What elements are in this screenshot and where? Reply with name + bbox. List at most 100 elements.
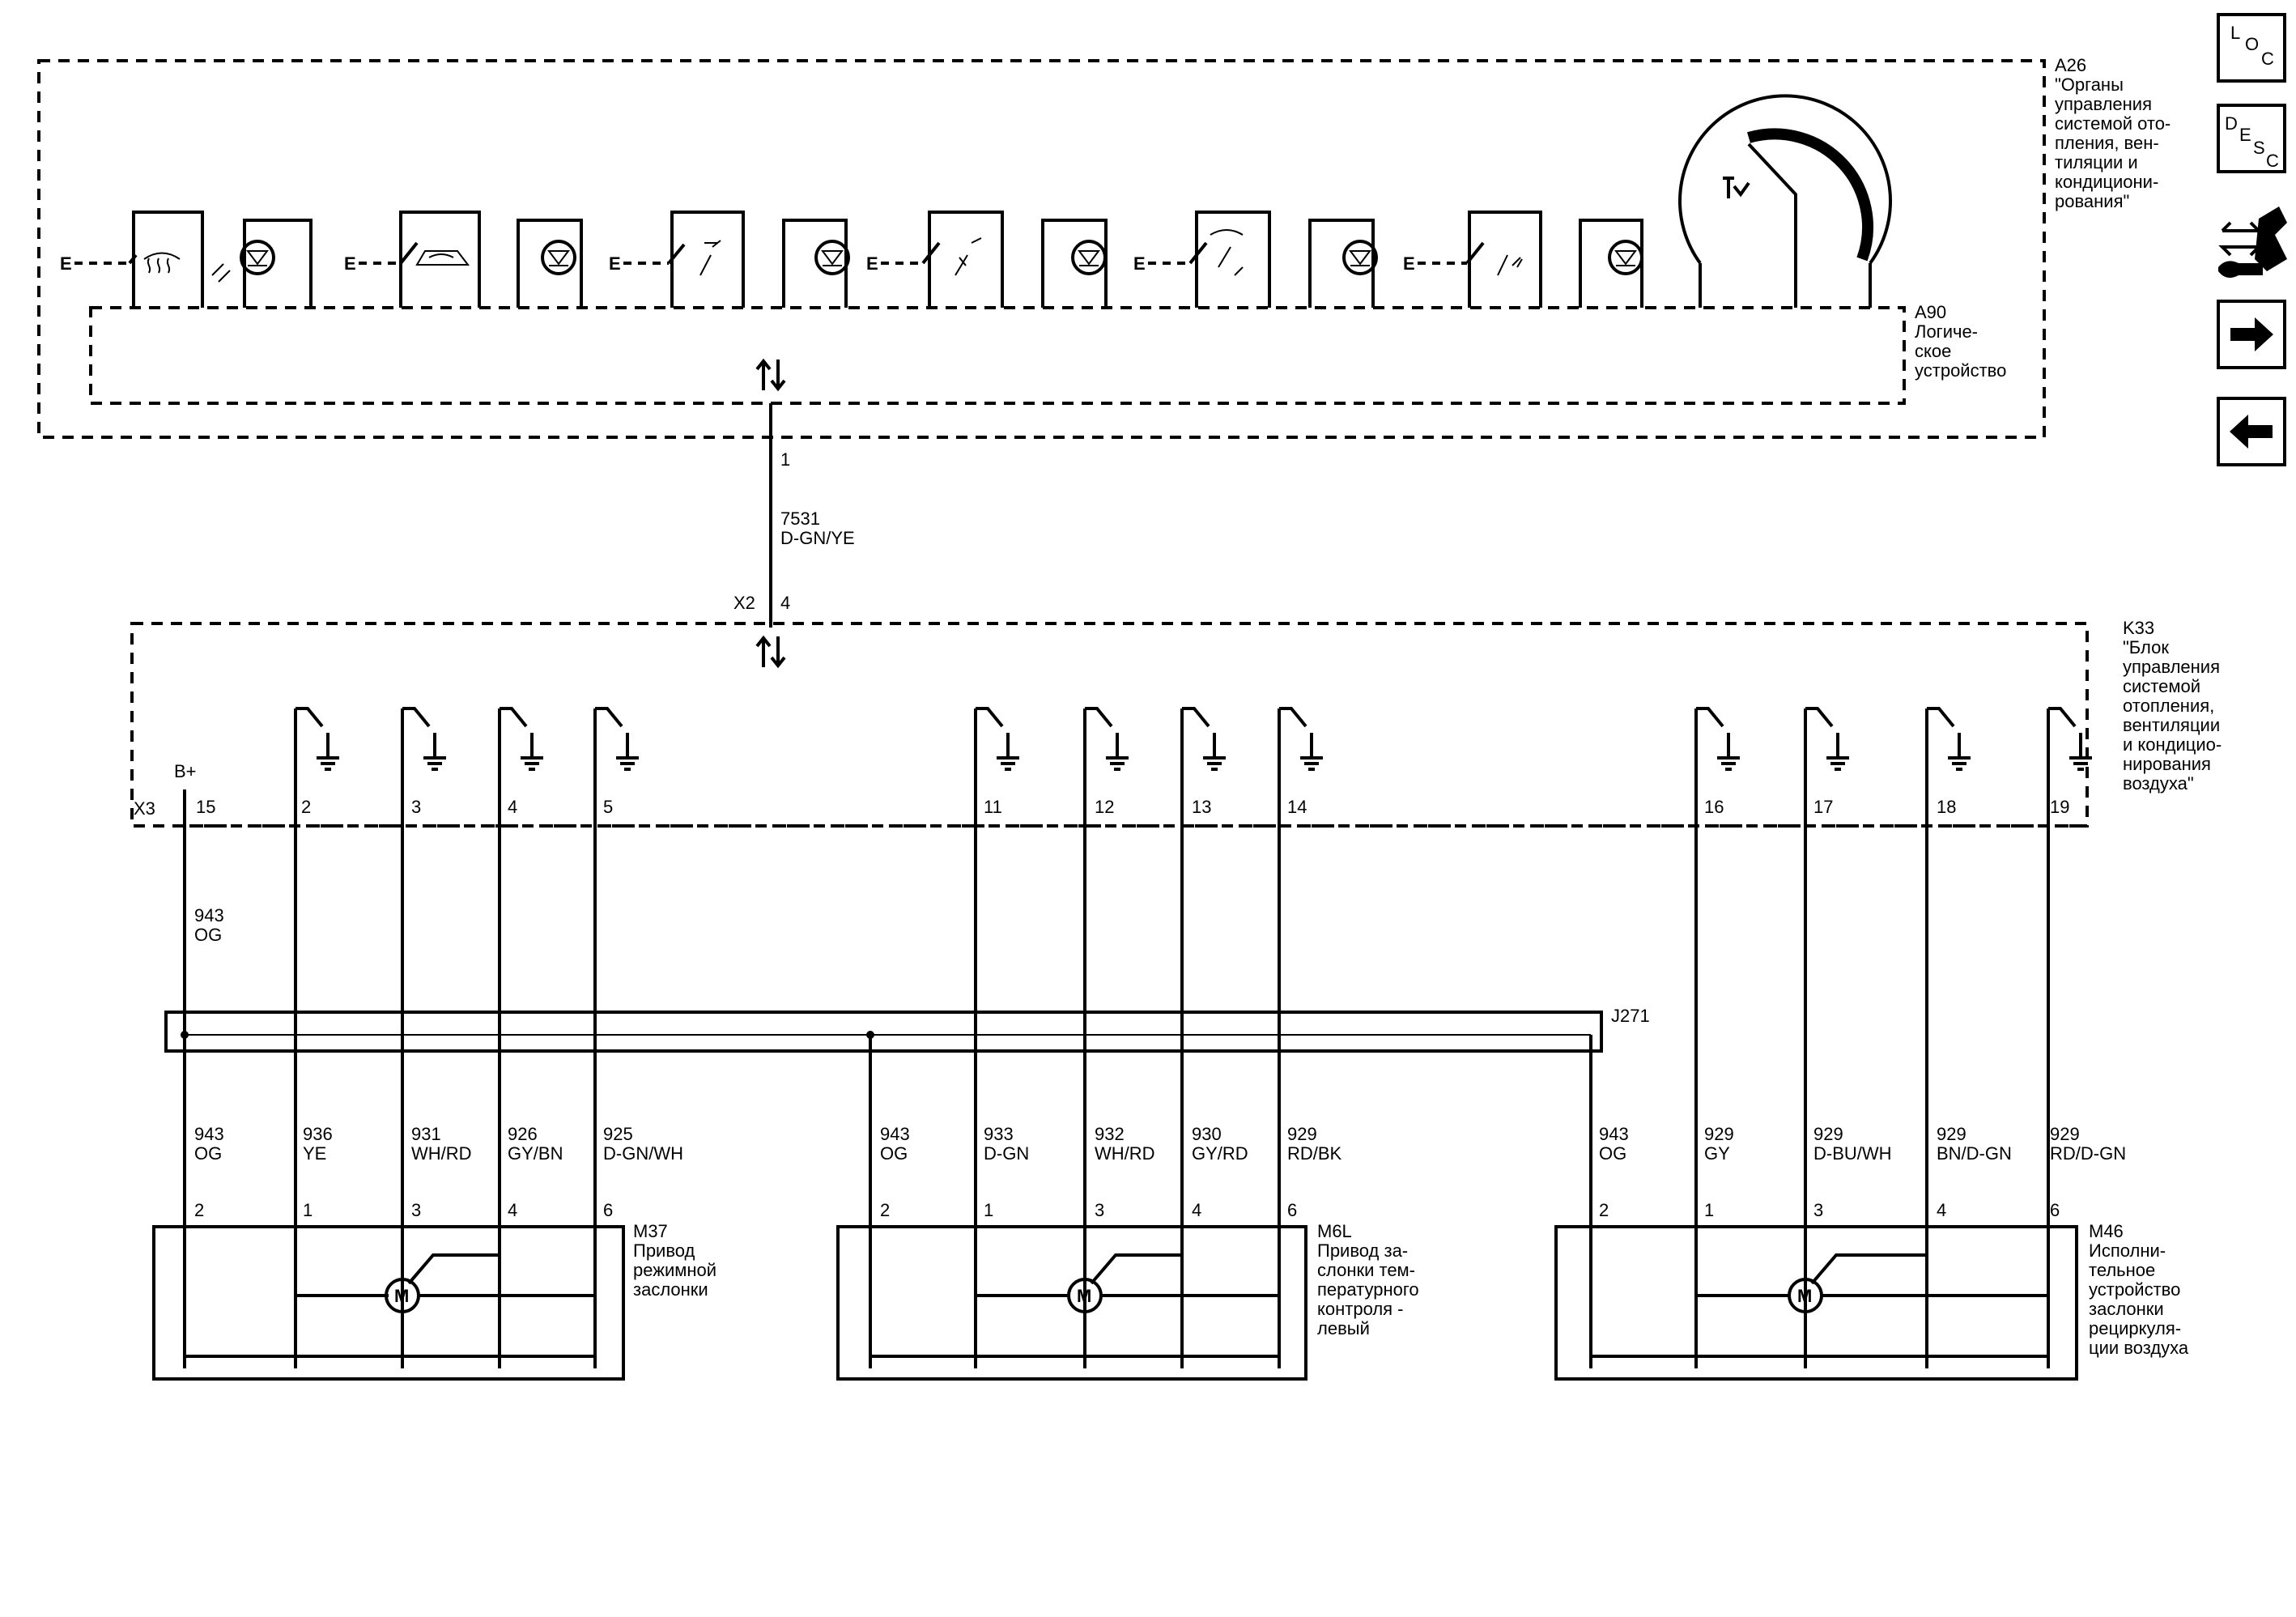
windshield-defrost-icon (1210, 229, 1244, 276)
svg-text:14: 14 (1287, 797, 1307, 817)
svg-text:RD/D-GN: RD/D-GN (2050, 1143, 2126, 1164)
svg-text:S: S (2253, 138, 2265, 158)
svg-text:929: 929 (1287, 1124, 1317, 1144)
svg-text:рециркуля-: рециркуля- (2089, 1318, 2181, 1338)
svg-text:WH/RD: WH/RD (411, 1143, 472, 1164)
floor-airflow-icon (1497, 254, 1523, 276)
svg-text:системой ото-: системой ото- (2055, 113, 2171, 134)
svg-text:2: 2 (194, 1200, 204, 1220)
svg-text:18: 18 (1937, 797, 1956, 817)
svg-text:M6L: M6L (1317, 1221, 1352, 1241)
svg-text:OG: OG (194, 925, 222, 945)
svg-text:4: 4 (508, 797, 517, 817)
svg-text:2: 2 (880, 1200, 890, 1220)
svg-text:D: D (2225, 113, 2238, 134)
svg-text:ское: ское (1915, 341, 1951, 361)
svg-text:932: 932 (1095, 1124, 1125, 1144)
svg-text:тиляции и: тиляции и (2055, 152, 2138, 172)
svg-text:930: 930 (1192, 1124, 1222, 1144)
svg-text:6: 6 (2050, 1200, 2060, 1220)
b-plus-wire-label: 943 OG (194, 905, 224, 945)
j271-splice: J271 (164, 1006, 1650, 1053)
svg-text:O: O (2245, 34, 2259, 54)
svg-text:ции воздуха: ции воздуха (2089, 1338, 2189, 1358)
m46-actuator: M M46 Исполни- тельное устройство заслон… (1554, 1221, 2189, 1381)
indicator-led-5 (1308, 219, 1378, 308)
svg-text:929: 929 (1704, 1124, 1734, 1144)
m6l-actuator: M M6L Привод за- слонки тем- пературного… (836, 1221, 1419, 1381)
svg-text:3: 3 (1813, 1200, 1823, 1220)
svg-text:GY/RD: GY/RD (1192, 1143, 1248, 1164)
svg-text:пературного: пературного (1317, 1279, 1419, 1300)
svg-text:"Блок: "Блок (2123, 637, 2169, 657)
b-plus-label: B+ (174, 761, 197, 781)
svg-text:E: E (2239, 125, 2251, 145)
vent-airflow-icon (699, 240, 721, 276)
svg-text:943: 943 (194, 1124, 224, 1144)
car-recirculation-icon (415, 250, 470, 266)
svg-text:левый: левый (1317, 1318, 1370, 1338)
k33-pin-labels: 15 2 3 4 5 11 12 13 14 16 17 18 19 (196, 797, 2069, 817)
svg-text:устройство: устройство (2089, 1279, 2180, 1300)
wires (183, 789, 2050, 1368)
svg-text:отопления,: отопления, (2123, 696, 2214, 716)
svg-text:системой: системой (2123, 676, 2200, 696)
svg-text:управления: управления (2123, 657, 2220, 677)
bidirectional-arrow-icon (755, 358, 786, 392)
arrow-left-icon (2230, 415, 2273, 449)
svg-text:вентиляции: вентиляции (2123, 715, 2220, 735)
m37-actuator: M M37 Привод режимной заслонки (152, 1221, 716, 1381)
svg-text:3: 3 (1095, 1200, 1104, 1220)
indicator-led-3 (782, 219, 850, 308)
svg-text:слонки тем-: слонки тем- (1317, 1260, 1415, 1280)
svg-text:1: 1 (780, 449, 790, 470)
svg-text:3: 3 (411, 797, 421, 817)
diagnostic-tools-icon[interactable] (2218, 206, 2287, 279)
svg-text:M46: M46 (2089, 1221, 2124, 1241)
svg-text:16: 16 (1704, 797, 1724, 817)
svg-text:E: E (1133, 253, 1146, 274)
svg-text:рования": рования" (2055, 191, 2129, 211)
indicator-led-2 (517, 219, 583, 308)
svg-text:E: E (866, 253, 878, 274)
svg-text:925: 925 (603, 1124, 633, 1144)
svg-text:и кондицио-: и кондицио- (2123, 734, 2222, 755)
svg-text:943: 943 (194, 905, 224, 926)
next-button[interactable] (2217, 300, 2286, 369)
svg-text:контроля -: контроля - (1317, 1299, 1404, 1319)
svg-text:11: 11 (984, 797, 1002, 817)
svg-text:Логиче-: Логиче- (1915, 321, 1978, 342)
svg-text:GY/BN: GY/BN (508, 1143, 563, 1164)
indicator-led-4 (1041, 219, 1108, 308)
prev-button[interactable] (2217, 397, 2286, 466)
svg-text:L: L (2230, 23, 2240, 43)
svg-text:OG: OG (1599, 1143, 1626, 1164)
svg-text:1: 1 (1704, 1200, 1714, 1220)
indicator-led-1 (211, 219, 313, 308)
desc-button[interactable]: D E S C (2217, 104, 2286, 173)
svg-text:6: 6 (603, 1200, 613, 1220)
svg-text:M37: M37 (633, 1221, 668, 1241)
svg-text:X2: X2 (733, 593, 755, 613)
rear-defrost-switch: E (60, 211, 204, 308)
svg-text:Привод за-: Привод за- (1317, 1240, 1408, 1261)
svg-text:943: 943 (1599, 1124, 1629, 1144)
svg-text:OG: OG (880, 1143, 908, 1164)
floor-mode-switch: E (1403, 211, 1542, 308)
recirculation-switch: E (344, 211, 481, 308)
svg-text:M: M (1077, 1286, 1091, 1306)
a26-module-boundary (37, 59, 2046, 439)
svg-text:D-GN/WH: D-GN/WH (603, 1143, 683, 1164)
svg-text:YE: YE (303, 1143, 326, 1164)
svg-text:Исполни-: Исполни- (2089, 1240, 2166, 1261)
svg-text:управления: управления (2055, 94, 2152, 114)
svg-text:E: E (60, 253, 72, 274)
svg-text:GY: GY (1704, 1143, 1730, 1164)
arrow-right-icon (2230, 317, 2273, 351)
svg-text:4: 4 (508, 1200, 517, 1220)
loc-button[interactable]: L O C (2217, 13, 2286, 83)
svg-text:2: 2 (1599, 1200, 1609, 1220)
svg-text:15: 15 (196, 797, 215, 817)
svg-text:17: 17 (1813, 797, 1833, 817)
